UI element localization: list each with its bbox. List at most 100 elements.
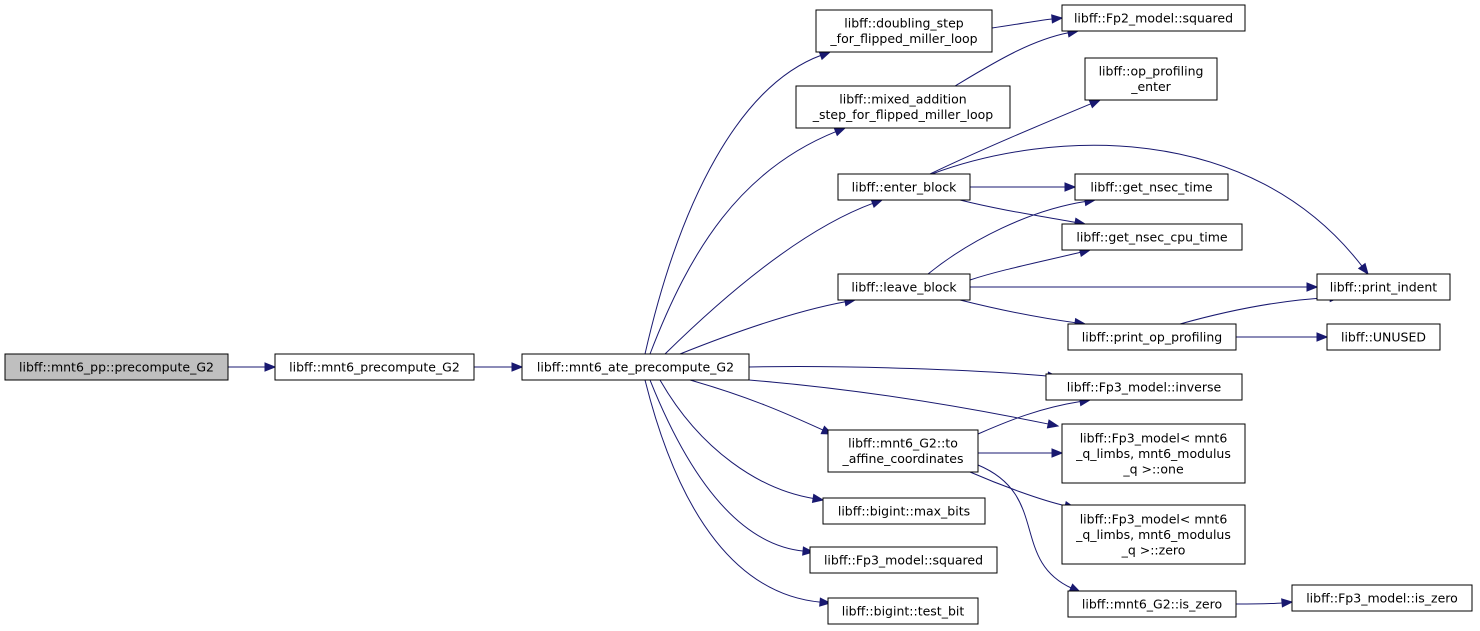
arrowhead-icon xyxy=(802,546,815,556)
node-label: _for_flipped_miller_loop xyxy=(829,31,977,46)
arrowhead-icon xyxy=(1051,14,1064,24)
node-label: libff::doubling_step xyxy=(844,16,964,31)
node-libff-fp3-model-mnt6-q-limbs-mnt6-modulus-q-zero[interactable]: libff::Fp3_model< mnt6_q_limbs, mnt6_mod… xyxy=(1061,504,1246,565)
node-box xyxy=(274,353,475,381)
node-libff-fp3-model-is-zero[interactable]: libff::Fp3_model::is_zero xyxy=(1291,584,1473,612)
node-libff-print-op-profiling[interactable]: libff::print_op_profiling xyxy=(1067,323,1237,351)
node-libff-get-nsec-time[interactable]: libff::get_nsec_time xyxy=(1074,173,1229,201)
edge-line xyxy=(649,379,805,552)
node-box xyxy=(822,497,986,525)
node-box xyxy=(1045,373,1243,401)
edge-line xyxy=(959,199,1077,223)
node-libff-mnt6-g2-to-affine-coordinates[interactable]: libff::mnt6_G2::to_affine_coordinates xyxy=(827,429,979,473)
edge-line xyxy=(954,32,1070,87)
arrowhead-icon xyxy=(818,51,832,61)
node-libff-fp3-model-inverse[interactable]: libff::Fp3_model::inverse xyxy=(1045,373,1243,401)
node-box xyxy=(827,429,979,473)
node-libff-bigint-max-bits[interactable]: libff::bigint::max_bits xyxy=(822,497,986,525)
node-box xyxy=(809,546,998,574)
node-box xyxy=(1067,590,1237,618)
node-label: _q_limbs, mnt6_modulus xyxy=(1075,527,1231,542)
node-libff-bigint-test-bit[interactable]: libff::bigint::test_bit xyxy=(827,597,979,625)
arrowhead-icon xyxy=(264,362,277,372)
edge-n0-to-n1 xyxy=(228,362,277,372)
edge-line xyxy=(679,301,847,355)
node-libff-get-nsec-cpu-time[interactable]: libff::get_nsec_cpu_time xyxy=(1061,223,1243,251)
edge-line xyxy=(959,299,1077,324)
node-libff-mnt6-precompute-g2[interactable]: libff::mnt6_precompute_G2 xyxy=(274,353,475,381)
edge-n6-to-n15 xyxy=(970,282,1319,292)
edge-n5-to-n13 xyxy=(969,182,1077,192)
edge-n7-to-n20 xyxy=(969,471,1077,511)
arrowhead-icon xyxy=(1357,262,1369,276)
node-libff-unused[interactable]: libff::UNUSED xyxy=(1326,323,1441,351)
node-label: libff::Fp2_model::squared xyxy=(1074,10,1233,25)
node-libff-fp2-model-squared[interactable]: libff::Fp2_model::squared xyxy=(1061,4,1246,32)
node-label: libff::op_profiling xyxy=(1099,64,1204,79)
node-libff-mixed-addition-step-for-flipped-miller-loop[interactable]: libff::mixed_addition_step_for_flipped_m… xyxy=(795,85,1011,129)
arrowhead-icon xyxy=(833,127,847,137)
edge-n2-to-n7 xyxy=(689,379,834,435)
node-label: libff::print_indent xyxy=(1330,279,1437,294)
edge-line xyxy=(644,54,822,355)
node-label: libff::print_op_profiling xyxy=(1082,329,1223,344)
node-box xyxy=(827,597,979,625)
node-label: libff::mnt6_G2::is_zero xyxy=(1082,596,1222,611)
edge-n2-to-n10 xyxy=(644,379,832,607)
node-label: libff::UNUSED xyxy=(1341,329,1426,344)
node-label: libff::get_nsec_time xyxy=(1090,179,1212,194)
edge-line xyxy=(664,202,874,355)
node-label: libff::Fp3_model::is_zero xyxy=(1306,590,1458,605)
node-label: _q >::zero xyxy=(1121,542,1186,557)
edge-n2-to-n6 xyxy=(679,297,857,355)
edge-n6-to-n14 xyxy=(969,247,1092,281)
node-label: libff::mnt6_precompute_G2 xyxy=(289,359,460,374)
arrowhead-icon xyxy=(1316,332,1329,342)
edge-n5-to-n15 xyxy=(931,144,1369,276)
edge-line xyxy=(977,400,1082,435)
arrowhead-icon xyxy=(1064,182,1077,192)
edge-n16-to-n15 xyxy=(1179,292,1342,325)
node-label: libff::mnt6_pp::precompute_G2 xyxy=(19,359,214,374)
node-label: libff::leave_block xyxy=(851,279,957,294)
node-box xyxy=(1067,323,1237,351)
arrowhead-icon xyxy=(1088,99,1102,109)
node-label: libff::Fp3_model< mnt6 xyxy=(1080,430,1228,445)
arrowhead-icon xyxy=(1046,419,1060,429)
node-label: libff::Fp3_model::inverse xyxy=(1067,379,1222,394)
node-libff-fp3-model-squared[interactable]: libff::Fp3_model::squared xyxy=(809,546,998,574)
node-box xyxy=(1061,504,1246,565)
edge-n2-to-n18 xyxy=(748,366,1060,381)
edge-line xyxy=(929,103,1092,175)
node-libff-print-indent[interactable]: libff::print_indent xyxy=(1316,273,1451,301)
node-libff-enter-block[interactable]: libff::enter_block xyxy=(837,173,971,201)
node-label: libff::Fp3_model< mnt6 xyxy=(1080,511,1228,526)
edge-n21-to-n22 xyxy=(1235,598,1294,608)
edge-n2-to-n8 xyxy=(659,379,825,504)
edge-line xyxy=(931,144,1363,268)
node-libff-doubling-step-for-flipped-miller-loop[interactable]: libff::doubling_step_for_flipped_miller_… xyxy=(815,9,993,53)
edge-line xyxy=(977,464,1073,589)
node-box xyxy=(1061,223,1243,251)
node-label: libff::Fp3_model::squared xyxy=(824,552,983,567)
node-libff-op-profiling-enter[interactable]: libff::op_profiling_enter xyxy=(1084,57,1218,101)
node-label: libff::mnt6_G2::to xyxy=(848,436,958,451)
node-label: libff::enter_block xyxy=(852,179,957,194)
edge-line xyxy=(1235,602,1284,605)
node-label: libff::mixed_addition xyxy=(839,92,966,107)
edge-line xyxy=(1179,296,1332,325)
node-label: libff::mnt6_ate_precompute_G2 xyxy=(537,359,734,374)
edge-line xyxy=(659,379,815,500)
node-box xyxy=(1061,4,1246,32)
node-box xyxy=(837,173,971,201)
node-libff-fp3-model-mnt6-q-limbs-mnt6-modulus-q-one[interactable]: libff::Fp3_model< mnt6_q_limbs, mnt6_mod… xyxy=(1061,423,1246,484)
edge-n16-to-n17 xyxy=(1235,332,1329,342)
node-box xyxy=(795,85,1011,129)
node-libff-mnt6-ate-precompute-g2[interactable]: libff::mnt6_ate_precompute_G2 xyxy=(521,353,750,381)
node-libff-mnt6-g2-is-zero[interactable]: libff::mnt6_G2::is_zero xyxy=(1067,590,1237,618)
edge-n5-to-n14 xyxy=(959,199,1087,227)
node-libff-mnt6-pp-precompute-g2[interactable]: libff::mnt6_pp::precompute_G2 xyxy=(4,353,229,381)
edge-n3-to-n11 xyxy=(991,14,1064,29)
node-box xyxy=(1061,423,1246,484)
node-libff-leave-block[interactable]: libff::leave_block xyxy=(837,273,971,301)
